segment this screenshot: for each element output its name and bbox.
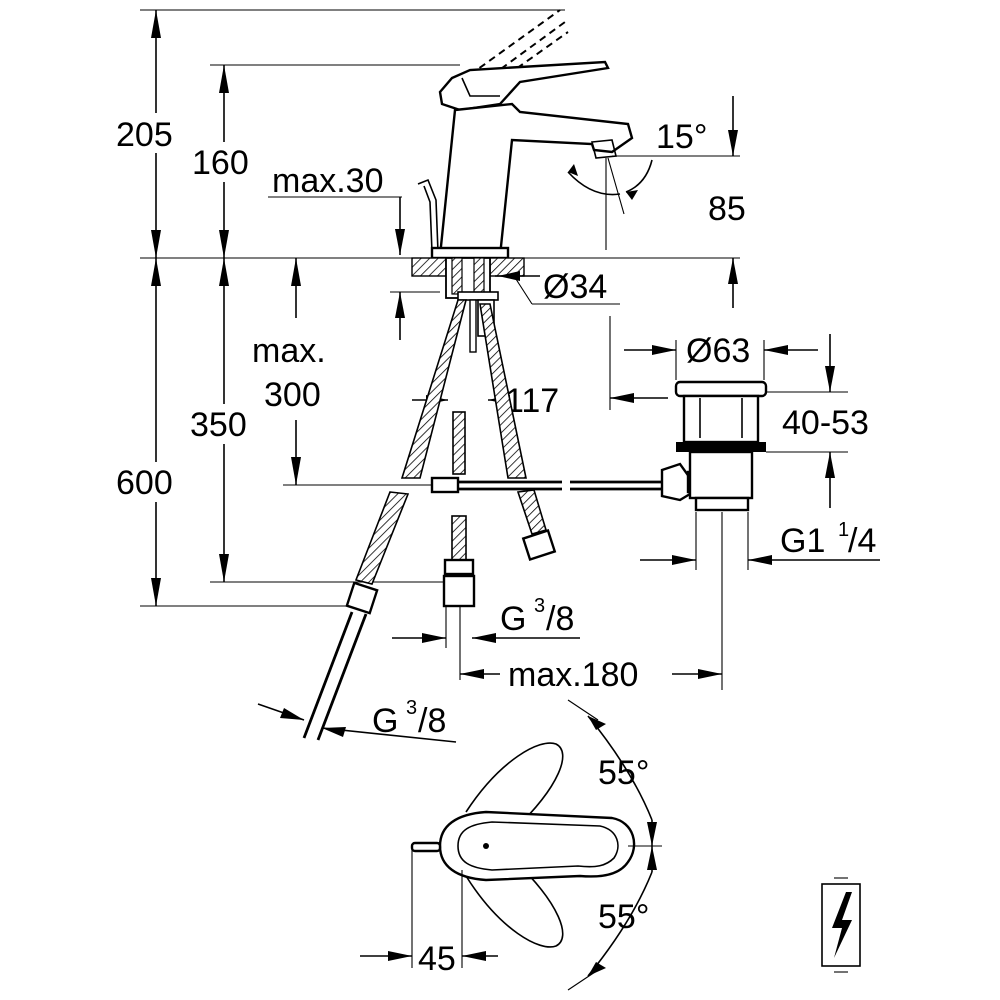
dimension-g1-1-4: G1 1 /4 — [640, 512, 880, 570]
supply-hoses — [302, 299, 557, 741]
label-g-center-sup: 3 — [534, 595, 545, 617]
label-205: 205 — [116, 116, 173, 154]
top-view: 55° 55° 45 — [360, 699, 662, 991]
dimension-max-180: max.180 — [460, 512, 723, 694]
dimension-350: 350 — [186, 258, 262, 582]
label-117: 117 — [505, 382, 559, 420]
label-g1-sup: 1 — [838, 519, 849, 541]
label-40-53: 40-53 — [782, 404, 869, 442]
dimension-max-30: max.30 — [272, 162, 440, 340]
label-45: 45 — [418, 940, 456, 978]
label-diameter-63: Ø63 — [686, 332, 750, 370]
dimension-max-300: max. 300 — [252, 258, 326, 485]
label-g-hose-sup: 3 — [406, 697, 417, 719]
dimension-g-3-8-center: G 3 /8 — [392, 595, 580, 680]
dimension-600: 600 — [112, 258, 192, 606]
lightning-bolt-icon — [821, 877, 861, 973]
label-diameter-34: Ø34 — [543, 268, 607, 306]
label-max-180: max.180 — [508, 656, 638, 694]
dimension-g-3-8-hose: G 3 /8 — [257, 697, 457, 743]
label-300: 300 — [264, 376, 321, 414]
label-55-top: 55° — [598, 754, 649, 792]
label-600: 600 — [116, 464, 173, 502]
label-55-bottom: 55° — [598, 898, 649, 936]
counter-section — [411, 257, 525, 353]
dimension-40-53: 40-53 — [766, 334, 869, 508]
faucet-body — [417, 9, 634, 260]
label-350: 350 — [190, 406, 247, 444]
dimension-diameter-63: Ø63 — [609, 316, 818, 410]
label-max: max. — [252, 332, 326, 370]
label-max-30: max.30 — [272, 162, 384, 200]
label-160: 160 — [192, 144, 249, 182]
pop-up-rod-and-waste — [430, 380, 768, 512]
label-g1-sub: /4 — [848, 522, 876, 560]
dimension-160: 160 — [188, 65, 260, 258]
reference-lines — [140, 9, 740, 607]
dimension-205: 205 — [112, 10, 192, 258]
label-g-hose: G — [372, 702, 398, 740]
label-15-degree: 15° — [656, 118, 707, 156]
label-g-center-sub: /8 — [546, 600, 574, 638]
label-g-hose-sub: /8 — [418, 702, 446, 740]
spout-angle-group: 15° 85 — [567, 96, 746, 308]
label-g-center: G — [500, 600, 526, 638]
label-85: 85 — [708, 190, 746, 228]
dimension-diameter-34: Ø34 — [445, 268, 620, 306]
label-g1: G1 — [780, 522, 825, 560]
